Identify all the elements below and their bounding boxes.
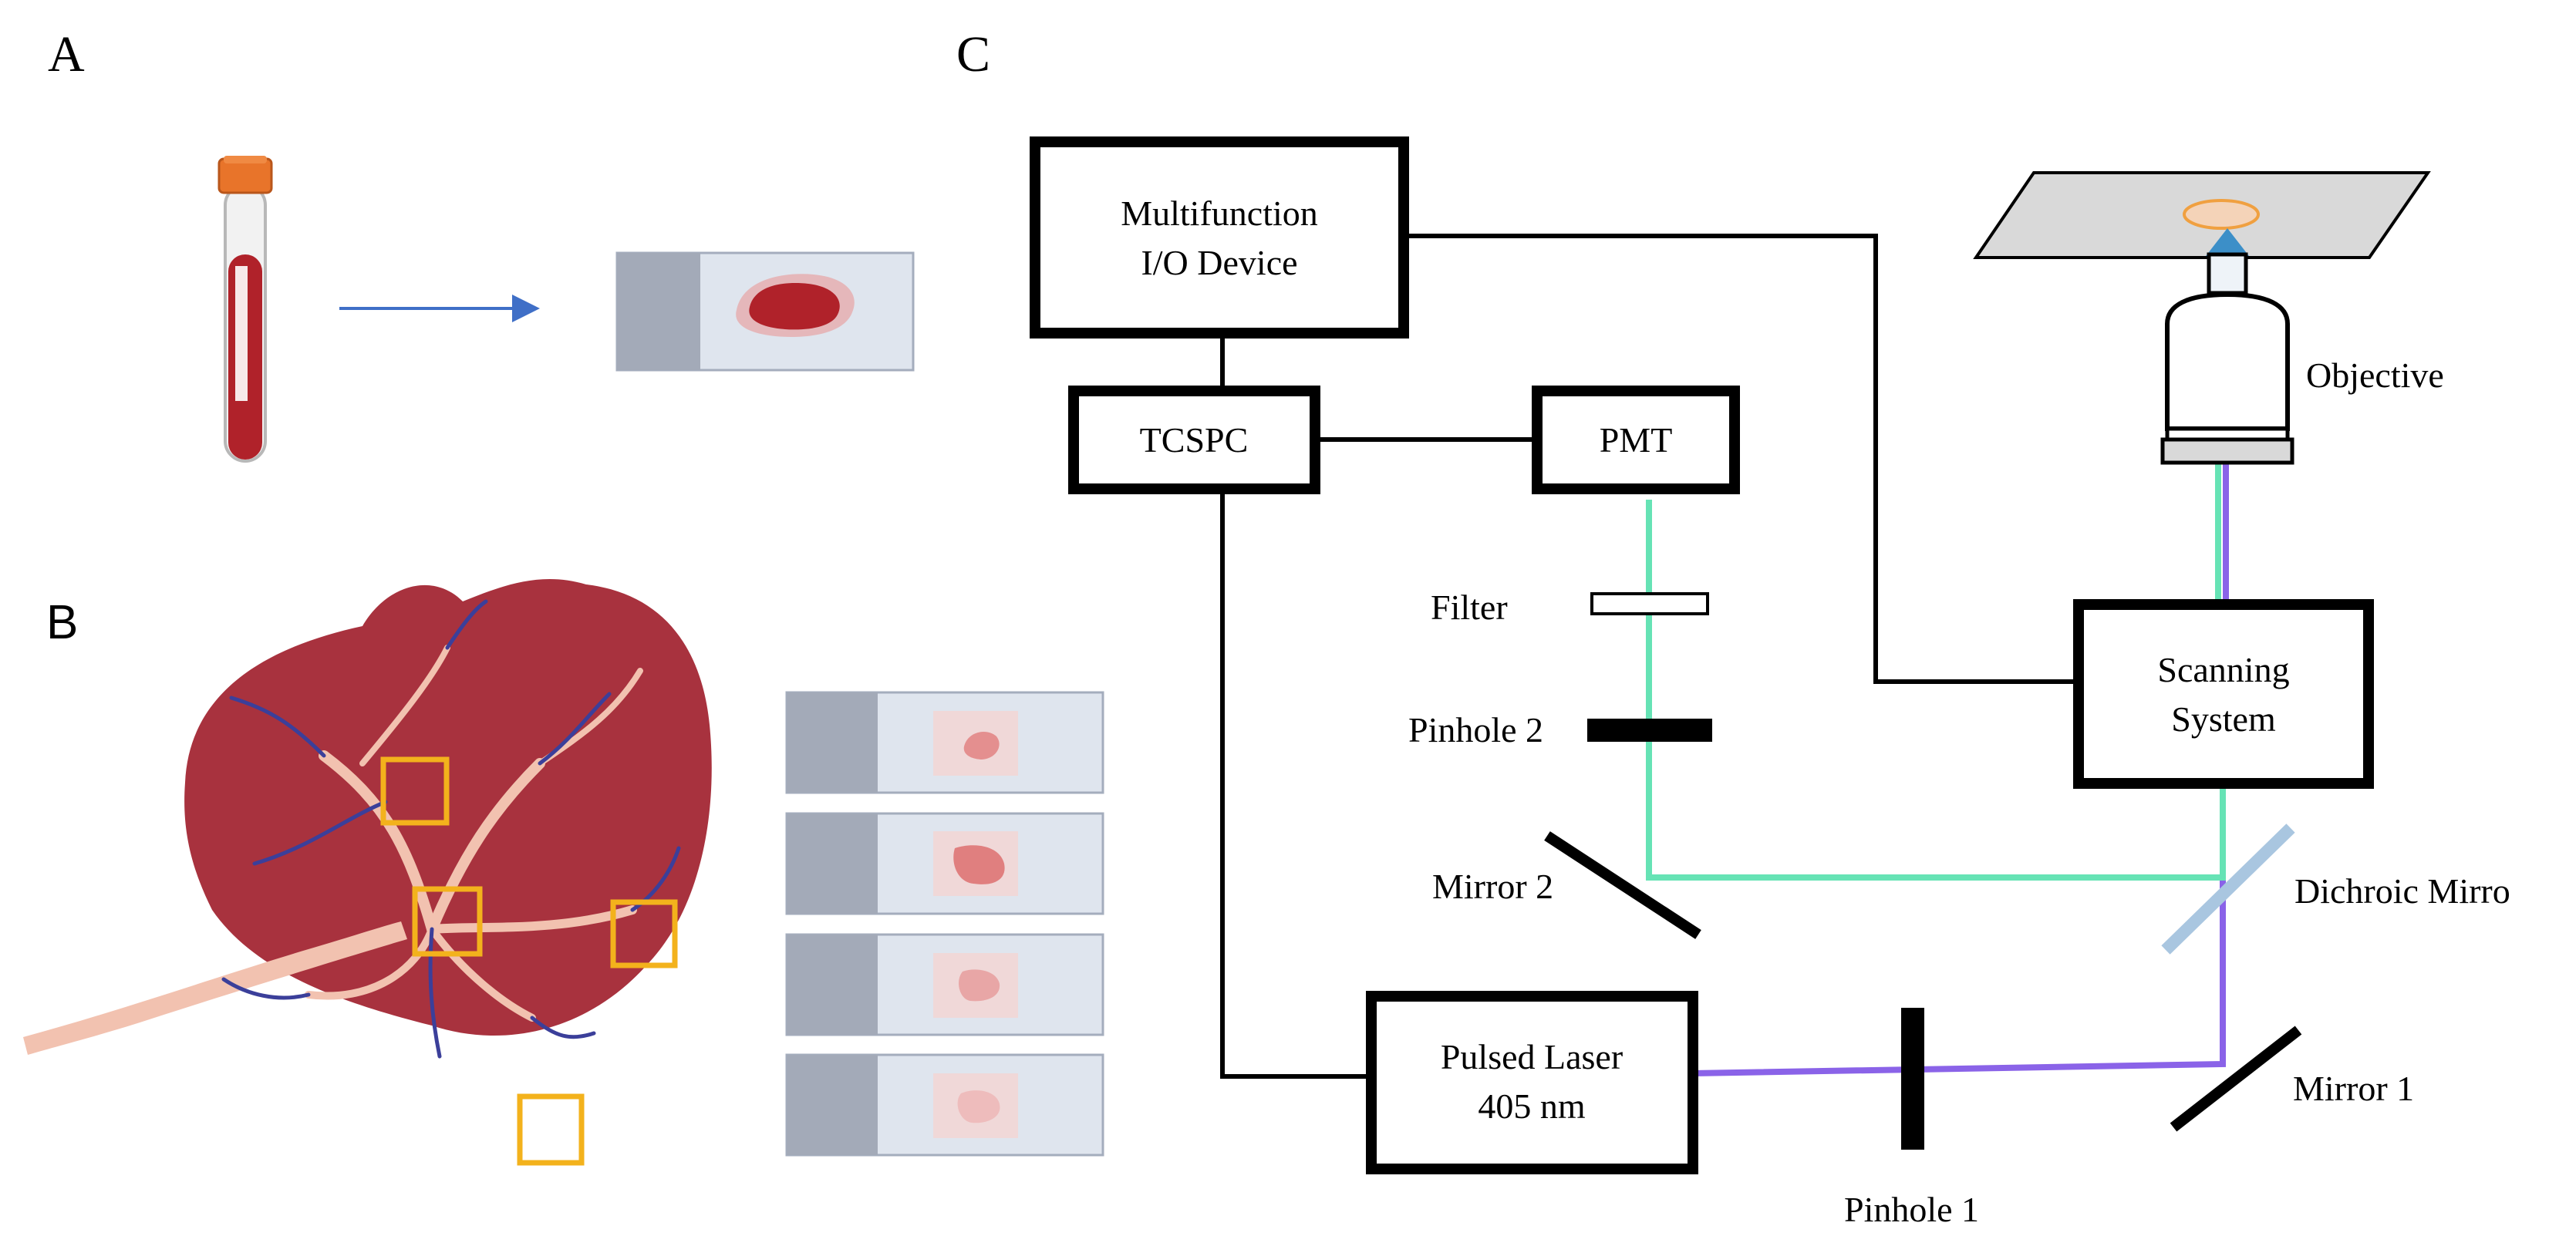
mirror-1: Mirror 1 [2170, 1026, 2414, 1132]
tcspc-label: TCSPC [1140, 420, 1249, 460]
focus-cone [2206, 228, 2249, 256]
tissue-slide-3 [785, 933, 1104, 1036]
filter-glyph [1590, 592, 1709, 615]
tube-cap [217, 157, 273, 194]
tcspc-box: TCSPC [1068, 386, 1320, 494]
dichroic-glyph [2161, 824, 2295, 955]
pmt-label: PMT [1600, 420, 1673, 460]
pmt-box: PMT [1532, 386, 1740, 494]
tissue-slide-stack [785, 691, 1104, 1157]
objective-barrel [2165, 291, 2290, 431]
excitation-path [1692, 881, 2226, 1076]
tube-cap-top [224, 156, 267, 163]
umbilical-cord [23, 921, 407, 1055]
mirror-1-glyph [2170, 1026, 2302, 1132]
io-device-label-line2: I/O Device [1141, 243, 1297, 282]
sample-stage [1973, 171, 2431, 259]
smear-blood [749, 283, 840, 330]
control-wiring [1220, 234, 2079, 1079]
roi-box-2 [412, 886, 483, 957]
laser-label-line2: 405 nm [1478, 1086, 1586, 1126]
blood-tube [217, 156, 273, 463]
panel-c-letter: C [956, 26, 990, 83]
tissue-slide-1 [785, 691, 1104, 794]
mirror-2-glyph [1544, 831, 1701, 939]
roi-boxes [380, 756, 678, 1166]
pinhole-1-label: Pinhole 1 [1844, 1190, 1979, 1229]
slide-frost [617, 253, 700, 370]
laser-label-line1: Pulsed Laser [1441, 1037, 1623, 1076]
placenta-vessels-pale [305, 645, 643, 1022]
pinhole-1-glyph [1901, 1008, 1924, 1150]
pinhole-2: Pinhole 2 [1408, 710, 1712, 749]
mirror-2: Mirror 2 [1432, 831, 1701, 939]
placenta [23, 578, 712, 1166]
scanning-label-line1: Scanning [2157, 650, 2289, 689]
objective-label: Objective [2306, 355, 2444, 395]
filter-label: Filter [1431, 588, 1508, 627]
panel-b-letter: B [46, 596, 78, 649]
emission-beam [1646, 463, 2226, 881]
roi-box-3 [610, 899, 678, 968]
excitation-beam [1692, 463, 2229, 1076]
sample-spot [2183, 199, 2260, 230]
wire-tcspc-laser [1220, 489, 1371, 1079]
pinhole-2-glyph [1587, 719, 1712, 742]
arrow-head [512, 295, 540, 322]
scanning-label-line2: System [2171, 699, 2276, 739]
emission-path [1646, 500, 2226, 881]
filter: Filter [1431, 588, 1709, 627]
panel-a-letter: A [48, 26, 85, 83]
process-arrow [339, 295, 540, 322]
objective-nose [2207, 252, 2248, 295]
mirror-1-label: Mirror 1 [2293, 1069, 2414, 1108]
tissue-slide-2 [785, 812, 1104, 915]
dichroic-mirror: Dichroic Mirro [2161, 824, 2510, 955]
tube-label [235, 266, 248, 401]
roi-box-1 [380, 756, 450, 826]
roi-box-4 [517, 1093, 585, 1166]
blood-smear-slide [615, 251, 915, 372]
pinhole-1: Pinhole 1 [1844, 1008, 1979, 1229]
io-device-box: Multifunction I/O Device [1030, 136, 1409, 339]
objective: Objective [2160, 228, 2444, 465]
laser-box: Pulsed Laser 405 nm [1366, 991, 1698, 1174]
io-device-label-line1: Multifunction [1121, 194, 1318, 233]
objective-base [2160, 437, 2294, 465]
wire-io-scanning [1404, 234, 2079, 684]
pinhole-2-label: Pinhole 2 [1408, 710, 1543, 749]
scanning-system-box: Scanning System [2073, 599, 2374, 789]
mirror-2-label: Mirror 2 [1432, 867, 1553, 906]
tissue-slide-4 [785, 1053, 1104, 1157]
dichroic-label: Dichroic Mirro [2294, 871, 2510, 911]
